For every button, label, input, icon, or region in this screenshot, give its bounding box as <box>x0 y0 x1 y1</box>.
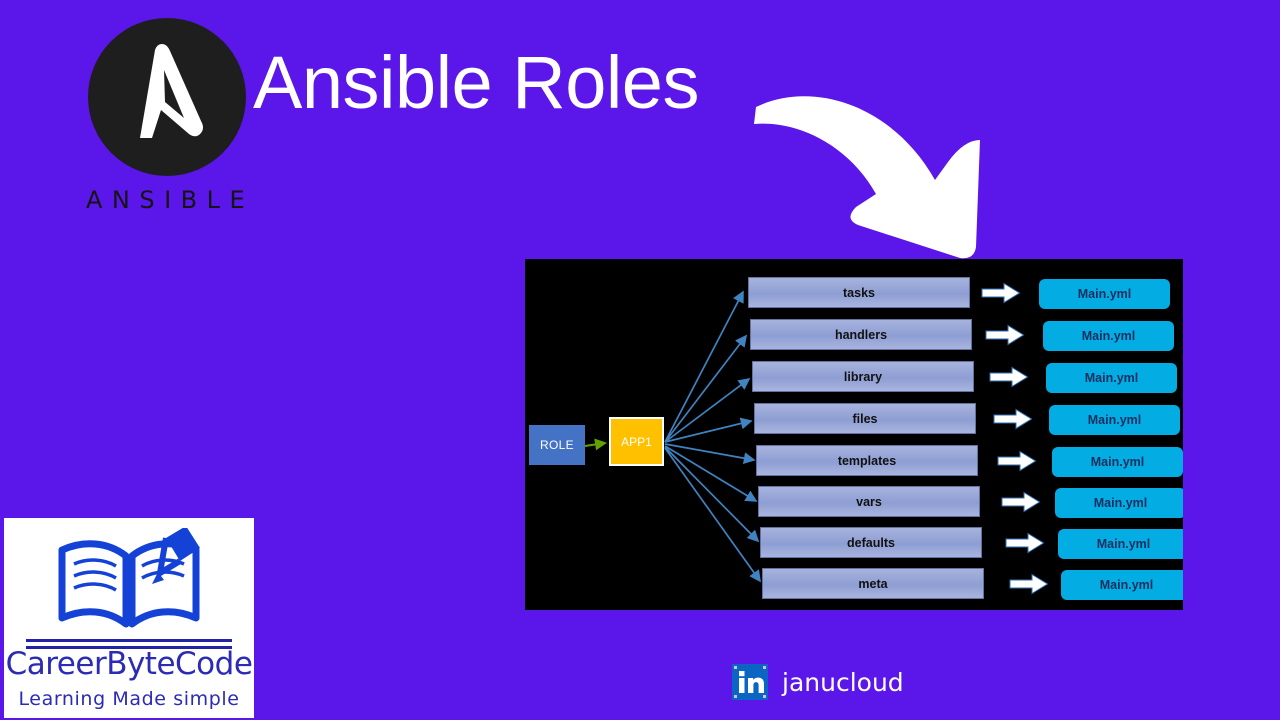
yml-file-box[interactable]: Main.yml <box>1058 529 1183 559</box>
ansible-a-icon <box>140 44 203 138</box>
yml-file-box[interactable]: Main.yml <box>1049 405 1180 435</box>
selection-handle <box>763 666 766 669</box>
yml-file-box[interactable]: Main.yml <box>1043 321 1174 351</box>
ansible-wordmark: ANSIBLE <box>86 186 255 214</box>
fan-arrows <box>584 290 761 583</box>
right-arrow-icon <box>1005 532 1045 554</box>
curved-swoosh-arrow-icon <box>754 96 980 259</box>
yml-file-box[interactable]: Main.yml <box>1061 570 1183 600</box>
right-arrow-icon <box>1001 491 1041 513</box>
selection-handle <box>734 695 737 698</box>
component-row: meta <box>762 568 984 599</box>
ansible-logo <box>88 18 246 176</box>
yml-file-box[interactable]: Main.yml <box>1046 363 1177 393</box>
right-arrow-icon <box>981 282 1021 304</box>
component-box-tasks[interactable]: tasks <box>748 277 970 308</box>
linkedin-icon[interactable] <box>732 664 768 700</box>
right-arrow-icon <box>993 408 1033 430</box>
brand-divider-top <box>26 639 232 642</box>
component-box-files[interactable]: files <box>754 403 976 434</box>
right-arrow-icon <box>985 324 1025 346</box>
component-box-templates[interactable]: templates <box>756 445 978 476</box>
careerbytecode-logo: CareerByteCode Learning Made simple <box>4 518 254 718</box>
yml-file-box[interactable]: Main.yml <box>1052 447 1183 477</box>
component-box-meta[interactable]: meta <box>762 568 984 599</box>
footer-credit: janucloud <box>732 662 904 702</box>
footer-handle: janucloud <box>782 667 904 697</box>
open-book-with-pencil-icon <box>54 526 204 636</box>
node-app1[interactable]: APP1 <box>609 417 664 466</box>
component-row: defaults <box>760 527 982 558</box>
component-row: handlers <box>750 319 972 350</box>
right-arrow-icon <box>1009 573 1049 595</box>
role-to-app-arrow <box>584 438 607 451</box>
right-arrow-icon <box>989 366 1029 388</box>
node-role[interactable]: ROLE <box>529 425 585 465</box>
component-box-handlers[interactable]: handlers <box>750 319 972 350</box>
brand-name: CareerByteCode <box>5 646 253 682</box>
component-row: files <box>754 403 976 434</box>
component-box-defaults[interactable]: defaults <box>760 527 982 558</box>
component-row: vars <box>758 486 980 517</box>
component-row: tasks <box>748 277 970 308</box>
yml-file-box[interactable]: Main.yml <box>1055 488 1183 518</box>
selection-handle <box>763 695 766 698</box>
brand-tagline: Learning Made simple <box>18 688 240 710</box>
component-box-vars[interactable]: vars <box>758 486 980 517</box>
component-box-library[interactable]: library <box>752 361 974 392</box>
selection-handle <box>734 666 737 669</box>
component-row: templates <box>756 445 978 476</box>
component-row: library <box>752 361 974 392</box>
page-title: Ansible Roles <box>253 41 699 124</box>
yml-file-box[interactable]: Main.yml <box>1039 279 1170 309</box>
ansible-logo-disc <box>88 18 246 176</box>
right-arrow-icon <box>997 450 1037 472</box>
brand-divider-bottom <box>26 646 232 649</box>
